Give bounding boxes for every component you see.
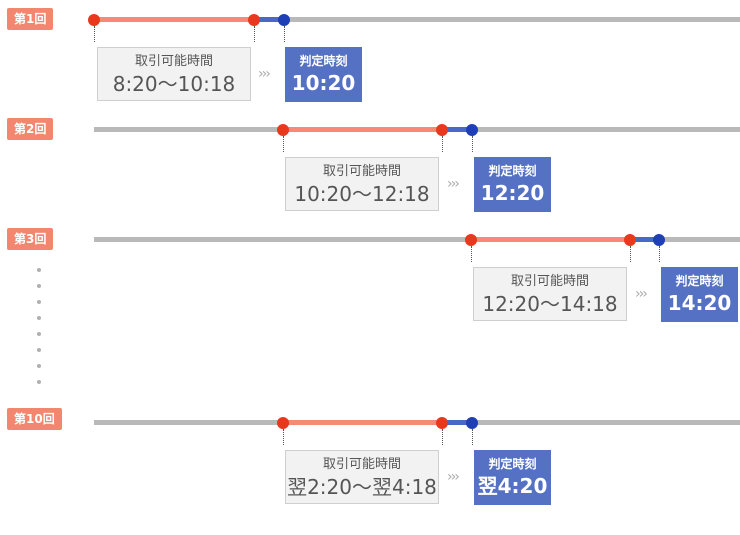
round-3-judge-label: 判定時刻: [675, 274, 724, 288]
round-1-window-label: 取引可能時間: [134, 54, 213, 69]
round-1-judge-time: 10:20: [291, 71, 356, 95]
round-1-label: 第1回: [7, 8, 54, 30]
round-3-trading-segment: [471, 237, 630, 242]
round-1-waiting-segment: [254, 17, 284, 22]
round-3-window-label: 取引可能時間: [510, 274, 589, 289]
round-10-end-dot: [436, 417, 448, 429]
round-2-judge-label: 判定時刻: [488, 164, 537, 178]
round-2-window-label: 取引可能時間: [322, 164, 401, 179]
round-10-start-tick: [283, 429, 284, 445]
round-1-judge-dot: [278, 14, 290, 26]
round-2-arrow: ›››: [447, 176, 460, 192]
ellipsis-dot: [37, 300, 41, 304]
ellipsis-dot: [37, 284, 41, 288]
round-10-judge-box: 判定時刻 翌4:20: [474, 450, 551, 505]
round-3-judge-dot: [653, 234, 665, 246]
round-10-judge-time: 翌4:20: [477, 474, 548, 498]
round-1-judge-box: 判定時刻 10:20: [285, 47, 362, 102]
round-10-end-tick: [442, 429, 443, 445]
round-1-start-dot: [88, 14, 100, 26]
round-10-trading-window: 取引可能時間 翌2:20～翌4:18: [285, 450, 439, 504]
round-3-start-dot: [465, 234, 477, 246]
round-10-trading-segment: [283, 420, 442, 425]
round-3-judge-tick: [659, 246, 660, 262]
round-1-window-time: 8:20～10:18: [112, 72, 236, 96]
ellipsis-dot: [37, 380, 41, 384]
round-3-end-tick: [630, 246, 631, 262]
round-1-timeline: [94, 17, 740, 22]
round-10-waiting-segment: [442, 420, 472, 425]
round-10-judge-label: 判定時刻: [488, 457, 537, 471]
round-3-arrow: ›››: [635, 286, 648, 302]
round-3-start-tick: [471, 246, 472, 262]
round-3-trading-window: 取引可能時間 12:20～14:18: [473, 267, 627, 321]
round-10-arrow: ›››: [447, 469, 460, 485]
round-2-end-tick: [442, 136, 443, 152]
round-1-trading-segment: [94, 17, 254, 22]
round-2-judge-box: 判定時刻 12:20: [474, 157, 551, 212]
round-1-end-dot: [248, 14, 260, 26]
round-1-end-tick: [254, 26, 255, 42]
round-3-judge-time: 14:20: [667, 291, 732, 315]
round-10-window-time: 翌2:20～翌4:18: [287, 475, 437, 499]
round-1-judge-label: 判定時刻: [299, 54, 348, 68]
round-3-waiting-segment: [630, 237, 659, 242]
round-3-window-time: 12:20～14:18: [482, 292, 618, 316]
round-10-start-dot: [277, 417, 289, 429]
round-10-label: 第10回: [7, 408, 62, 430]
ellipsis-dot: [37, 348, 41, 352]
round-2-start-dot: [277, 124, 289, 136]
round-2-judge-time: 12:20: [480, 181, 545, 205]
round-2-trading-segment: [283, 127, 442, 132]
round-10-window-label: 取引可能時間: [322, 457, 401, 472]
round-1-trading-window: 取引可能時間 8:20～10:18: [97, 47, 251, 101]
ellipsis-dot: [37, 364, 41, 368]
round-3-end-dot: [624, 234, 636, 246]
round-2-window-time: 10:20～12:18: [294, 182, 430, 206]
round-2-judge-tick: [472, 136, 473, 152]
round-1-arrow: ›››: [258, 66, 271, 82]
round-2-trading-window: 取引可能時間 10:20～12:18: [285, 157, 439, 211]
round-3-judge-box: 判定時刻 14:20: [661, 267, 738, 322]
round-2-label: 第2回: [7, 118, 54, 140]
round-1-start-tick: [94, 26, 95, 42]
round-2-judge-dot: [466, 124, 478, 136]
round-3-label: 第3回: [7, 228, 54, 250]
round-10-judge-dot: [466, 417, 478, 429]
round-1-judge-tick: [284, 26, 285, 42]
ellipsis-dot: [37, 268, 41, 272]
round-2-end-dot: [436, 124, 448, 136]
round-10-judge-tick: [472, 429, 473, 445]
ellipsis-dot: [37, 332, 41, 336]
round-3-timeline: [94, 237, 740, 242]
round-2-waiting-segment: [442, 127, 472, 132]
round-2-start-tick: [283, 136, 284, 152]
ellipsis-dot: [37, 316, 41, 320]
